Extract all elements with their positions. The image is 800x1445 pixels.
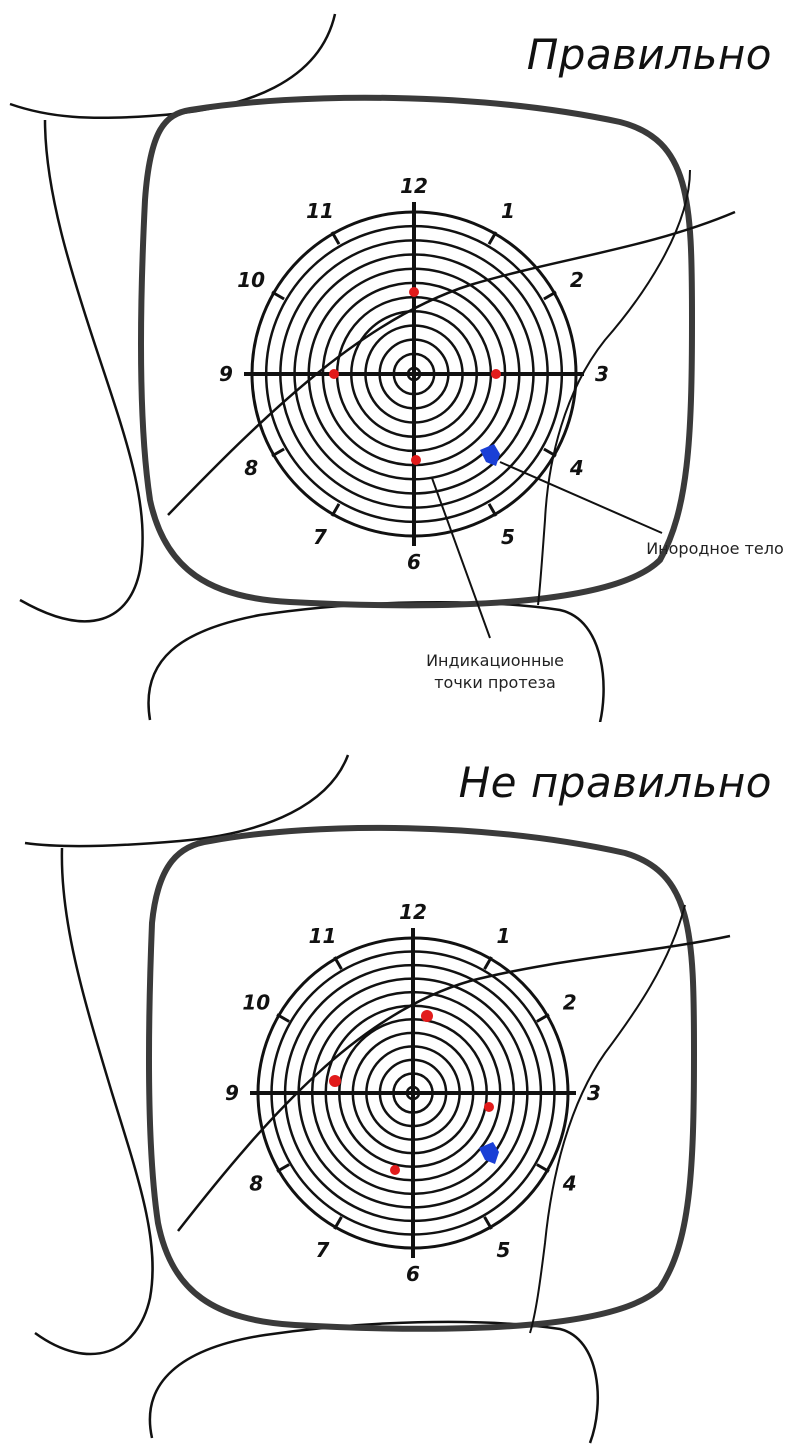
indication-point bbox=[329, 1075, 341, 1087]
hour-tick bbox=[271, 447, 285, 458]
anatomy-outline-upper bbox=[24, 754, 350, 848]
hour-tick bbox=[536, 1163, 550, 1173]
hour-tick bbox=[487, 231, 498, 245]
clock-label-12: 12 bbox=[400, 174, 428, 198]
hour-tick bbox=[483, 956, 493, 970]
panel-title: Правильно bbox=[526, 30, 772, 79]
anatomy-outline-bottom bbox=[148, 1320, 599, 1444]
indication-point bbox=[484, 1102, 494, 1112]
hour-tick bbox=[271, 290, 285, 301]
clock-label-8: 8 bbox=[249, 1172, 263, 1196]
foreign-body bbox=[480, 444, 500, 466]
hour-tick bbox=[543, 290, 557, 301]
hour-tick bbox=[276, 1163, 290, 1173]
clock-label-9: 9 bbox=[225, 1081, 239, 1105]
clock-label-5: 5 bbox=[501, 525, 515, 549]
diagonal-line bbox=[177, 934, 731, 1232]
eye-frame bbox=[138, 94, 696, 609]
curve-line-right bbox=[537, 169, 691, 606]
clock-label-10: 10 bbox=[237, 268, 265, 292]
anatomy-outline-left bbox=[19, 119, 144, 623]
clock-label-4: 4 bbox=[562, 1172, 577, 1196]
clock-label-1: 1 bbox=[497, 924, 511, 948]
clock-label-11: 11 bbox=[306, 199, 334, 223]
clock-label-2: 2 bbox=[570, 268, 584, 292]
hour-tick bbox=[333, 956, 343, 970]
clock-label-2: 2 bbox=[563, 991, 577, 1015]
hour-tick bbox=[276, 1013, 290, 1023]
clock-label-9: 9 bbox=[219, 362, 233, 386]
clock-label-12: 12 bbox=[399, 900, 427, 924]
indication-point bbox=[421, 1010, 433, 1022]
indication-point bbox=[329, 369, 339, 379]
clock-label-6: 6 bbox=[407, 550, 421, 574]
diagonal-line bbox=[167, 210, 736, 516]
clock-label-6: 6 bbox=[406, 1262, 420, 1286]
anatomy-outline-left bbox=[34, 847, 154, 1356]
anatomy-outline-upper bbox=[9, 13, 337, 120]
clock-label-8: 8 bbox=[244, 456, 258, 480]
foreign-body bbox=[479, 1142, 499, 1164]
panel-title: Не правильно bbox=[458, 758, 772, 807]
clock-label-1: 1 bbox=[501, 199, 515, 223]
foreign-body-label: Инородное тело bbox=[646, 539, 784, 558]
hour-tick bbox=[483, 1216, 493, 1230]
hour-tick bbox=[333, 1216, 343, 1230]
hour-tick bbox=[543, 447, 557, 458]
clock-label-3: 3 bbox=[587, 1081, 601, 1105]
clock-label-4: 4 bbox=[569, 456, 584, 480]
hour-tick bbox=[330, 503, 341, 517]
hour-tick bbox=[487, 503, 498, 517]
curve-line-right bbox=[529, 904, 686, 1334]
indication-points-pointer bbox=[431, 477, 491, 639]
clock-label-5: 5 bbox=[497, 1238, 511, 1262]
eye-frame bbox=[145, 824, 698, 1332]
hour-tick bbox=[536, 1013, 550, 1023]
hour-tick bbox=[330, 231, 341, 245]
indication-point bbox=[390, 1165, 400, 1175]
indication-point bbox=[411, 455, 421, 465]
clock-label-3: 3 bbox=[595, 362, 609, 386]
foreign-body-pointer bbox=[499, 461, 663, 534]
clock-label-10: 10 bbox=[242, 991, 270, 1015]
indication-point bbox=[491, 369, 501, 379]
clock-label-7: 7 bbox=[316, 1238, 330, 1262]
clock-label-11: 11 bbox=[309, 924, 337, 948]
clock-label-7: 7 bbox=[313, 525, 327, 549]
indication-point bbox=[409, 287, 419, 297]
indication-points-label: Индикационные точки протеза bbox=[426, 651, 564, 692]
